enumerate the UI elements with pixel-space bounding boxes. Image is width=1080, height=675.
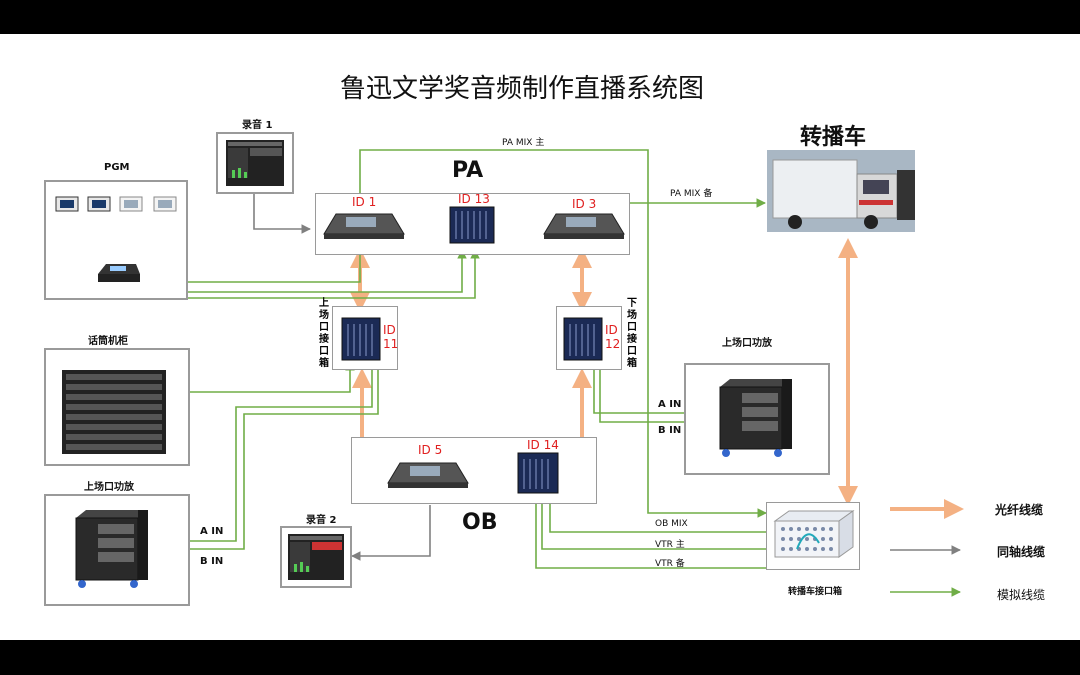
stagebox-id11-device (341, 317, 381, 361)
stagebox-id11-label: ID 11 (383, 323, 399, 351)
analog-id12-amp-b (599, 364, 713, 427)
vtr-backup-label: VTR 备 (655, 559, 685, 569)
ob-mix-label: OB MIX (655, 519, 688, 529)
console-id14-label: ID 14 (527, 438, 559, 452)
coax-ob-rec2 (351, 505, 431, 561)
analog-ob-mix (549, 495, 776, 537)
amp-left-box (44, 494, 190, 606)
mic-rack-label: 话筒机柜 (88, 336, 128, 347)
analog-pgm-id1 (188, 254, 361, 283)
console-id3-label: ID 3 (572, 197, 597, 211)
amp-right-box (684, 363, 830, 475)
left-stagebox-vertical-label: 上场口接口箱 (318, 298, 330, 370)
broadcast-truck-image (767, 150, 915, 232)
daw-screen-icon (288, 534, 344, 580)
pa-mix-main-label: PA MIX 主 (502, 138, 545, 148)
legend-coax-label: 同轴线缆 (997, 545, 1046, 559)
console-id14 (517, 452, 559, 494)
amp-left-label: 上场口功放 (84, 482, 134, 493)
ob-group-label: OB (462, 510, 498, 535)
analog-id11-amp-a (179, 364, 373, 546)
console-id1 (323, 213, 405, 239)
console-id5-label: ID 5 (418, 443, 443, 457)
recording2-box (280, 526, 352, 588)
coax-rec1-id1 (253, 194, 311, 234)
right-amp-b-in-label: B IN (658, 425, 682, 436)
vtr-main-label: VTR 主 (655, 540, 685, 550)
rack-icon (62, 370, 166, 454)
legend-analog-label: 模拟线缆 (997, 588, 1046, 602)
right-stagebox-label: 下场口接口箱 (627, 298, 637, 369)
stagebox-id12-device (563, 317, 603, 361)
analog-pa-mix-main (359, 149, 767, 518)
broadcast-truck-label: 转播车 (800, 125, 867, 150)
left-amp-b-in-label: B IN (200, 556, 224, 567)
mic-rack-box (44, 348, 190, 466)
analog-mic-id11 (190, 361, 355, 393)
amp-rack-icon (719, 379, 792, 457)
patch-panel-icon (773, 510, 855, 558)
analog-id11-amp-b (179, 364, 379, 554)
truck-interface-box (766, 502, 860, 570)
analog-pgm-id13a (188, 249, 467, 293)
console-id13 (449, 206, 495, 244)
pgm-box (44, 180, 188, 300)
left-amp-a-in-label: A IN (200, 526, 224, 537)
recording1-label: 录音 1 (242, 120, 273, 131)
stagebox-id12-label: ID 12 (605, 323, 621, 351)
left-stagebox-label: 上场口接口箱 (319, 298, 329, 369)
console-id5 (387, 462, 469, 488)
pgm-devices-icon (55, 196, 177, 282)
right-amp-a-in-label: A IN (658, 399, 682, 410)
pa-group-label: PA (452, 158, 484, 183)
truck-interface-label: 转播车接口箱 (788, 587, 843, 597)
right-stagebox-vertical-label: 下场口接口箱 (626, 298, 638, 370)
pa-mix-backup-label: PA MIX 备 (670, 189, 713, 199)
console-id13-label: ID 13 (458, 192, 490, 206)
analog-id12-amp-a (593, 364, 713, 418)
recording1-box (216, 132, 294, 194)
pgm-label: PGM (104, 162, 130, 173)
legend-fiber-label: 光纤线缆 (995, 503, 1044, 517)
analog-vtr-backup (531, 494, 775, 569)
console-id1-label: ID 1 (352, 195, 377, 209)
analog-pgm-id13b (188, 249, 480, 299)
console-id3 (543, 213, 625, 239)
recording2-label: 录音 2 (306, 515, 337, 526)
page-title: 鲁迅文学奖音频制作直播系统图 (340, 74, 705, 104)
amp-rack-icon (75, 510, 148, 588)
daw-screen-icon (226, 140, 284, 186)
analog-vtr-main (537, 494, 775, 550)
amp-right-label: 上场口功放 (722, 338, 772, 349)
